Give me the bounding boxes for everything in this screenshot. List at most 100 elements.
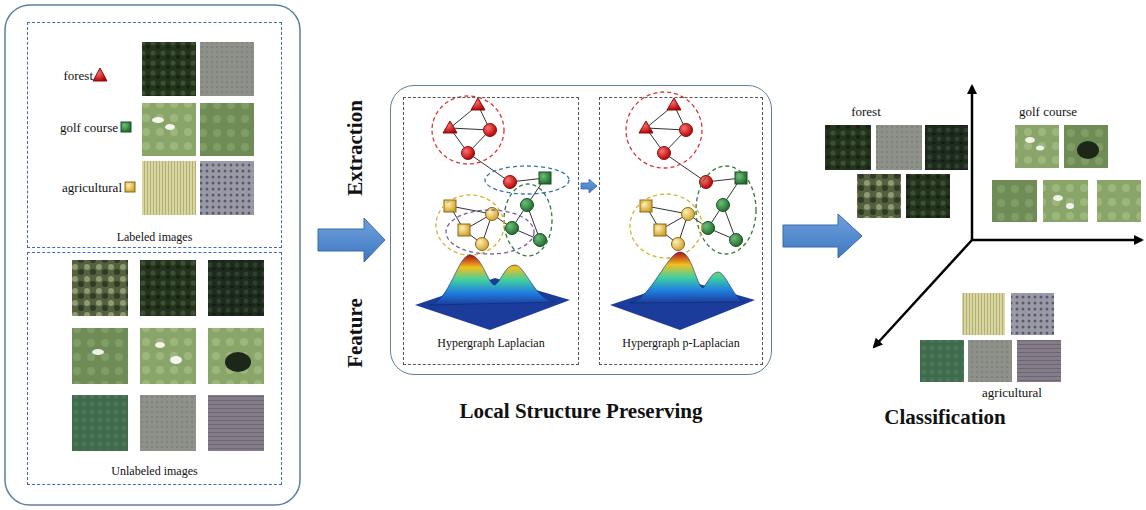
class-label: agricultural xyxy=(982,385,1042,400)
classified-thumbnails xyxy=(1066,203,1074,209)
unlabeled-thumbnails xyxy=(140,328,196,384)
labeled-thumbnails xyxy=(200,42,254,96)
class-icons xyxy=(125,182,135,192)
classified-thumbnails xyxy=(857,174,901,218)
flow-arrow xyxy=(581,179,597,193)
block-arrow xyxy=(318,218,385,262)
classified-thumbnails xyxy=(906,174,950,218)
class-label: forest xyxy=(63,68,93,83)
classified-thumbnails xyxy=(962,293,1005,335)
hyperedge xyxy=(626,92,702,168)
method-panel: Local Structure PreservingHypergraph Lap… xyxy=(390,85,772,375)
class-label: forest xyxy=(851,104,881,119)
classified-thumbnails xyxy=(1097,180,1141,222)
hypergraph-graph xyxy=(444,200,456,212)
classified-thumbnails xyxy=(1015,125,1059,168)
hyperedge xyxy=(485,166,569,194)
classified-thumbnails xyxy=(1025,137,1035,143)
labeled-thumbnails xyxy=(165,124,175,130)
image-group-box: Unlabeled images xyxy=(27,252,282,485)
class-icons xyxy=(121,122,131,132)
box-caption: Unlabeled images xyxy=(111,464,197,478)
hypergraph-graph xyxy=(471,98,485,110)
hyperedge xyxy=(630,194,702,258)
surface-plot xyxy=(630,252,745,303)
unlabeled-thumbnails xyxy=(72,328,128,384)
class-icons xyxy=(93,68,107,81)
axis xyxy=(971,86,974,240)
hypergraph-graph xyxy=(539,172,551,184)
box-caption: Labeled images xyxy=(117,230,193,244)
block-arrow xyxy=(318,214,862,262)
box-caption: Hypergraph Laplacian xyxy=(437,336,544,350)
class-label: golf course xyxy=(60,120,118,135)
panel-heading: Local Structure Preserving xyxy=(459,399,702,424)
stage-label: Extraction xyxy=(343,100,367,196)
labeled-thumbnails xyxy=(200,103,254,156)
unlabeled-thumbnails xyxy=(208,260,264,316)
classified-thumbnails xyxy=(1077,141,1099,159)
classified-thumbnails xyxy=(1043,180,1088,222)
unlabeled-thumbnails xyxy=(72,260,264,451)
classified-thumbnails xyxy=(1011,293,1054,335)
hypergraph-graph xyxy=(506,222,519,235)
unlabeled-thumbnails xyxy=(170,356,182,364)
hyperedge xyxy=(432,92,756,258)
hypergraph-box: Hypergraph p-Laplacian xyxy=(599,97,763,365)
labeled-thumbnails xyxy=(142,103,196,156)
surface-plot xyxy=(415,252,755,330)
unlabeled-thumbnails xyxy=(72,395,128,451)
classified-thumbnails xyxy=(968,340,1012,382)
input-panel xyxy=(5,5,300,505)
hypergraph-graph xyxy=(462,147,475,160)
hyperedge xyxy=(696,166,756,254)
labeled-thumbnails xyxy=(142,42,254,215)
unlabeled-thumbnails xyxy=(92,349,104,355)
axis xyxy=(972,239,1142,242)
hypergraph-graph xyxy=(504,176,517,189)
class-label: agricultural xyxy=(62,180,122,195)
hypergraph-figure xyxy=(415,92,756,330)
hypergraph-graph xyxy=(639,98,747,251)
hypergraph-graph xyxy=(484,124,497,137)
hyperedge xyxy=(446,210,534,254)
classified-thumbnails xyxy=(1064,125,1108,168)
surface-plot xyxy=(430,255,555,305)
unlabeled-thumbnails xyxy=(208,395,264,451)
classified-thumbnails xyxy=(825,125,1141,382)
unlabeled-thumbnails xyxy=(225,352,251,372)
classified-thumbnails xyxy=(1036,146,1044,151)
hyperedge xyxy=(432,96,504,164)
unlabeled-thumbnails xyxy=(72,260,128,316)
unlabeled-thumbnails xyxy=(140,395,196,451)
unlabeled-thumbnails xyxy=(208,328,264,384)
classified-thumbnails xyxy=(920,340,964,382)
labeled-thumbnails xyxy=(142,42,196,96)
axis xyxy=(874,240,972,347)
class-label: golf course xyxy=(1019,104,1077,119)
labeled-thumbnails xyxy=(152,117,164,123)
hypergraph-graph xyxy=(468,153,510,182)
unlabeled-thumbnails xyxy=(155,342,165,348)
classified-thumbnails xyxy=(925,125,968,170)
classified-thumbnails xyxy=(876,125,922,170)
hypergraph-graph xyxy=(521,199,534,212)
classified-thumbnails xyxy=(992,180,1037,222)
hyperedge xyxy=(436,195,504,255)
hypergraph-graph xyxy=(458,224,470,236)
unlabeled-thumbnails xyxy=(140,260,196,316)
labeled-thumbnails xyxy=(142,161,196,215)
stage-label: Classification xyxy=(884,405,1005,429)
classified-thumbnails xyxy=(1017,340,1061,382)
axis xyxy=(874,86,1142,347)
hyperedge xyxy=(504,184,552,256)
hypergraph-graph xyxy=(443,98,551,251)
classified-thumbnails xyxy=(1053,195,1063,201)
labeled-thumbnails xyxy=(200,161,254,215)
image-group-box: Labeled images xyxy=(27,22,282,248)
hypergraph-graph xyxy=(534,234,547,247)
